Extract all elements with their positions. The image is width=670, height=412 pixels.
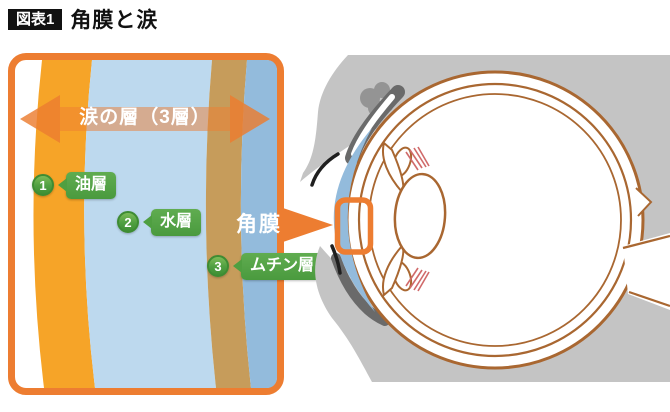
lower-lid-gland xyxy=(331,253,390,326)
tear-layers-panel: 涙の層（3層） 1 油層 2 水層 3 ムチン層 xyxy=(8,53,324,395)
cornea-highlight-bracket xyxy=(334,197,374,255)
lower-eyelash xyxy=(330,244,342,275)
sclera-notch xyxy=(635,187,653,217)
tear-span-arrow-left-head xyxy=(20,95,60,143)
optic-nerve-lower-edge xyxy=(628,290,670,308)
zonules-lower xyxy=(405,267,430,292)
eye-cross-section xyxy=(283,55,670,382)
figure-number-badge: 図表1 xyxy=(8,8,63,30)
upper-lid-gland-channel xyxy=(351,94,395,157)
water-layer-callout: 2 水層 xyxy=(117,209,202,236)
zonules-upper xyxy=(405,146,430,171)
optic-nerve-upper-edge xyxy=(622,234,670,250)
oil-layer-label: 油層 xyxy=(66,172,117,199)
optic-nerve xyxy=(623,233,670,310)
oil-layer-band xyxy=(33,60,95,388)
layer-number-3: 3 xyxy=(207,255,229,278)
mucin-layer-band xyxy=(205,60,251,388)
upper-eyelash xyxy=(310,152,340,187)
tear-span-arrow-right-head xyxy=(230,95,270,143)
cornea-label: 角膜 xyxy=(236,213,282,236)
eyeball-choroid xyxy=(357,82,633,358)
layer-number-2: 2 xyxy=(117,211,139,234)
cornea-band xyxy=(240,60,277,388)
layer-number-1: 1 xyxy=(32,174,54,197)
mucin-layer-callout: 3 ムチン層 xyxy=(207,253,324,280)
lens xyxy=(393,172,447,260)
header: 図表1 角膜と涙 xyxy=(8,6,158,32)
tear-film-crescent xyxy=(333,128,375,312)
oil-layer-callout: 1 油層 xyxy=(32,172,117,199)
tear-layers-arrow-label: 涙の層（3層） xyxy=(79,107,211,128)
water-layer-label: 水層 xyxy=(151,209,202,236)
cornea-pointer-triangle xyxy=(283,208,333,242)
tear-span-arrow-body xyxy=(60,107,230,131)
mucin-layer-label: ムチン層 xyxy=(241,253,324,280)
page-title: 角膜と涙 xyxy=(70,9,159,32)
eyeball-sclera xyxy=(345,70,645,370)
